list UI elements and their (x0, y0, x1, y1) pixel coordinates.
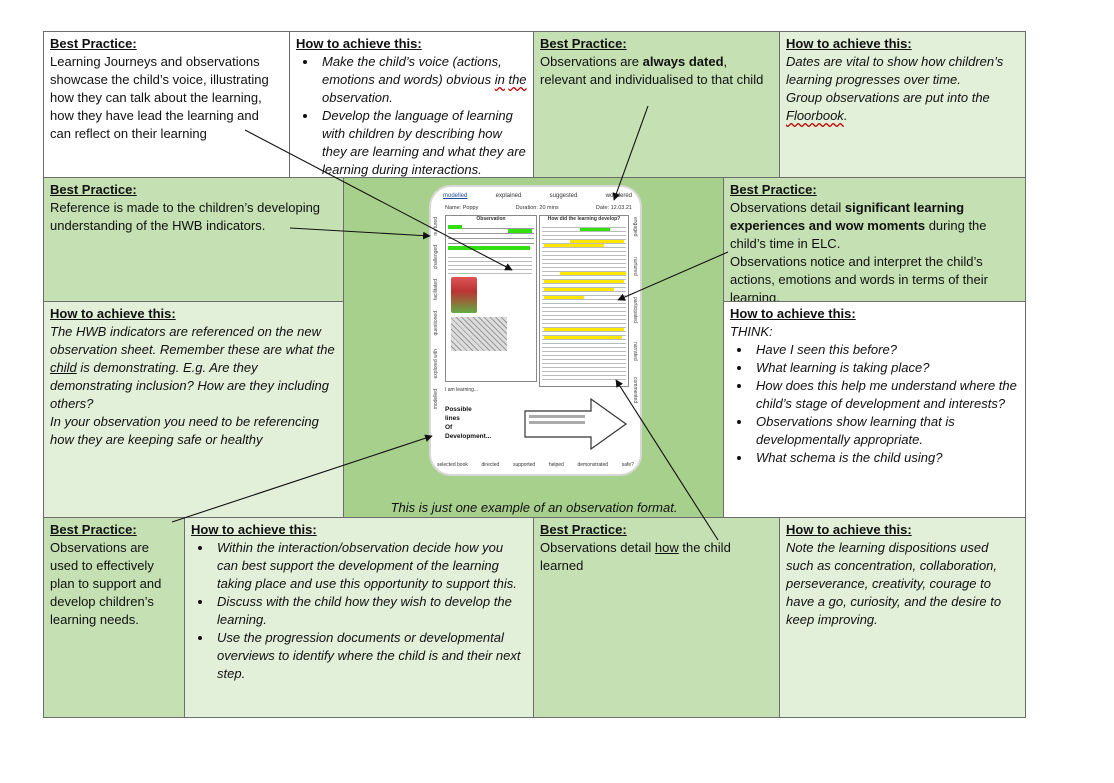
best-practice-dated: Best Practice: Observations are always d… (533, 31, 780, 178)
bullet-item: Have I seen this before? (752, 341, 1019, 359)
heading: How to achieve this: (730, 306, 856, 321)
body-text: The HWB indicators are referenced on the… (50, 324, 335, 447)
body-text: Observations are used to effectively pla… (50, 540, 162, 627)
bullet-item: Discuss with the child how they wish to … (213, 593, 527, 629)
heading: How to achieve this: (786, 36, 912, 51)
bullet-item: Make the child’s voice (actions, emotion… (318, 53, 527, 107)
heading: How to achieve this: (50, 306, 176, 321)
best-practice-childs-voice: Best Practice: Learning Journeys and obs… (43, 31, 290, 178)
left-labels: nurtured challenged facilitated question… (433, 217, 439, 410)
heading: How to achieve this: (296, 36, 422, 51)
learning-column: How did the learning develop? (539, 215, 629, 387)
emphasis: significant learning experiences and wow… (730, 200, 965, 233)
right-labels: engaged nurtured participated narrated c… (632, 217, 638, 404)
heading: Best Practice: (50, 522, 137, 537)
heading: Best Practice: (50, 36, 137, 51)
how-to-dispositions: How to achieve this: Note the learning d… (779, 517, 1026, 718)
think-label: THINK: (730, 324, 773, 339)
heading: How to achieve this: (191, 522, 317, 537)
bullet-item: Observations show learning that is devel… (752, 413, 1019, 449)
bullet-item: Use the progression documents or develop… (213, 629, 527, 683)
bullet-item: What learning is taking place? (752, 359, 1019, 377)
bullet-item: Develop the language of learning with ch… (318, 107, 527, 177)
body-text: Note the learning dispositions used such… (786, 540, 1002, 627)
body-text: Learning Journeys and observations showc… (50, 54, 269, 141)
best-practice-how-learned: Best Practice: Observations detail how t… (533, 517, 780, 718)
heading: Best Practice: (540, 522, 627, 537)
bullet-list: Have I seen this before? What learning i… (730, 341, 1019, 467)
how-to-childs-voice: How to achieve this: Make the child’s vo… (289, 31, 534, 178)
big-arrow-icon (524, 397, 628, 451)
i-am-learning: I am learning... (445, 387, 479, 393)
photo-child (451, 277, 477, 313)
body-text: Reference is made to the children’s deve… (50, 200, 321, 233)
heading: Best Practice: (540, 36, 627, 51)
best-practice-planning: Best Practice: Observations are used to … (43, 517, 185, 718)
body-text: Dates are vital to show how children’s l… (786, 54, 1004, 123)
heading: How to achieve this: (786, 522, 912, 537)
bullet-item: How does this help me understand where t… (752, 377, 1019, 413)
how-to-planning: How to achieve this: Within the interact… (184, 517, 534, 718)
example-caption: This is just one example of an observati… (390, 500, 678, 515)
emphasis: always dated (642, 54, 724, 69)
best-practice-hwb: Best Practice: Reference is made to the … (43, 177, 344, 302)
heading: Best Practice: (730, 182, 817, 197)
how-to-dated: How to achieve this: Dates are vital to … (779, 31, 1026, 178)
heading: Best Practice: (50, 182, 137, 197)
how-to-hwb: How to achieve this: The HWB indicators … (43, 301, 344, 518)
photo-activity (451, 317, 507, 351)
best-practice-wow-moments: Best Practice: Observations detail signi… (723, 177, 1026, 302)
bullet-list: Make the child’s voice (actions, emotion… (296, 53, 527, 177)
how-to-think: How to achieve this: THINK: Have I seen … (723, 301, 1026, 518)
bullet-item: What schema is the child using? (752, 449, 1019, 467)
bullet-item: Within the interaction/observation decid… (213, 539, 527, 593)
bullet-list: Within the interaction/observation decid… (191, 539, 527, 683)
